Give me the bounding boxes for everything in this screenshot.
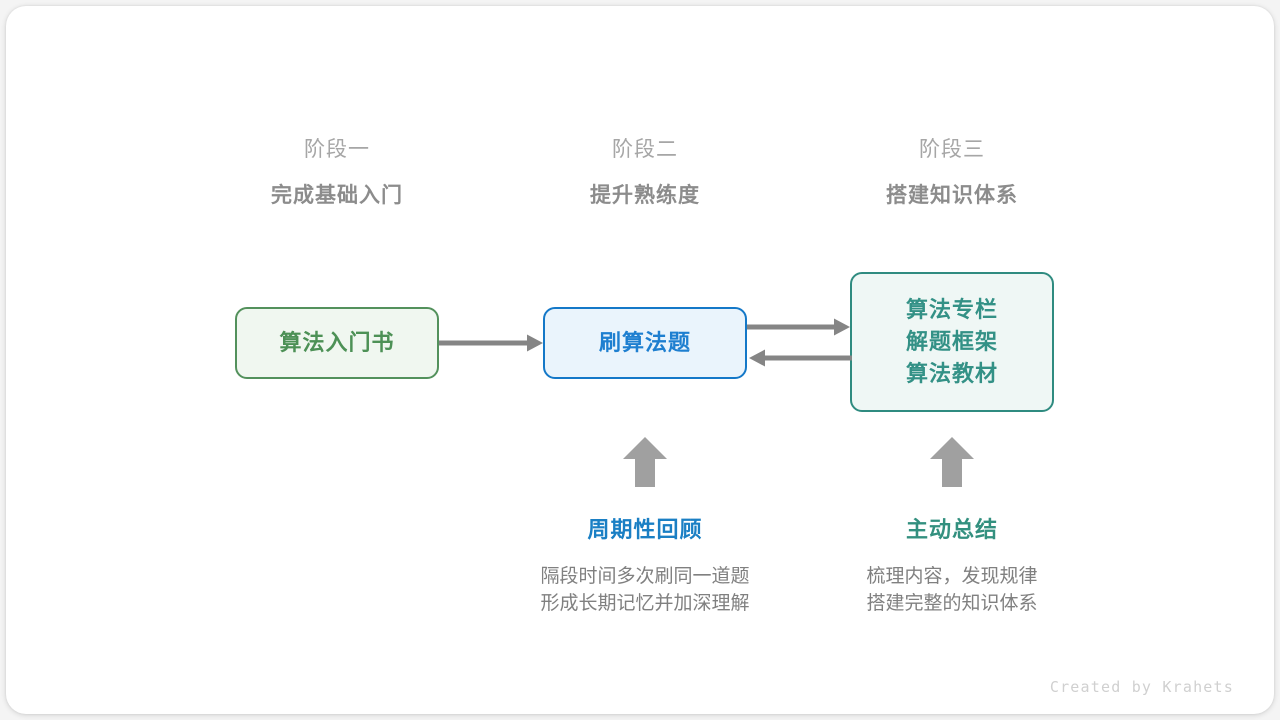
arrow-up-summary	[930, 437, 974, 487]
node-intro-book-line-1: 算法入门书	[279, 330, 395, 356]
arrow-practice-to-sources	[747, 318, 850, 336]
note-active-summary-title: 主动总结	[905, 517, 999, 542]
stage-2-title: 提升熟练度	[590, 184, 700, 207]
node-practice-problems-line-1: 刷算法题	[598, 330, 691, 356]
stage-1-title: 完成基础入门	[271, 184, 403, 207]
stage-3-kicker: 阶段三	[919, 138, 985, 161]
note-periodic-review-title: 周期性回顾	[587, 517, 703, 542]
note-periodic-review-body-line-2: 形成长期记忆并加深理解	[540, 593, 750, 614]
note-active-summary-body-line-1: 梳理内容，发现规律	[866, 566, 1038, 587]
note-periodic-review-body-line-1: 隔段时间多次刷同一道题	[540, 566, 750, 587]
note-active-summary: 主动总结 梳理内容，发现规律 搭建完整的知识体系	[866, 519, 1037, 617]
stage-1-kicker: 阶段一	[304, 138, 370, 161]
stage-3-title: 搭建知识体系	[886, 184, 1018, 207]
node-knowledge-sources-line-1: 算法专栏	[905, 297, 998, 323]
stage-2-kicker: 阶段二	[612, 138, 678, 161]
node-knowledge-sources-line-2: 解题框架	[905, 329, 998, 355]
node-knowledge-sources-line-3: 算法教材	[905, 360, 998, 386]
note-periodic-review-body: 隔段时间多次刷同一道题 形成长期记忆并加深理解	[540, 563, 749, 617]
note-active-summary-body-line-2: 搭建完整的知识体系	[866, 593, 1038, 614]
node-intro-book[interactable]: 算法入门书	[235, 307, 439, 379]
arrow-sources-to-practice	[749, 349, 852, 367]
note-periodic-review: 周期性回顾 隔段时间多次刷同一道题 形成长期记忆并加深理解	[540, 519, 749, 617]
node-knowledge-sources[interactable]: 算法专栏 解题框架 算法教材	[850, 272, 1054, 412]
arrow-up-review	[623, 437, 667, 487]
note-active-summary-body: 梳理内容，发现规律 搭建完整的知识体系	[866, 563, 1037, 617]
node-practice-problems[interactable]: 刷算法题	[543, 307, 747, 379]
arrow-book-to-practice	[439, 334, 543, 352]
diagram-card: 阶段一 完成基础入门 阶段二 提升熟练度 阶段三 搭建知识体系 算法入门书 刷算…	[6, 6, 1274, 714]
footer-credit: Created by Krahets	[1049, 678, 1234, 696]
